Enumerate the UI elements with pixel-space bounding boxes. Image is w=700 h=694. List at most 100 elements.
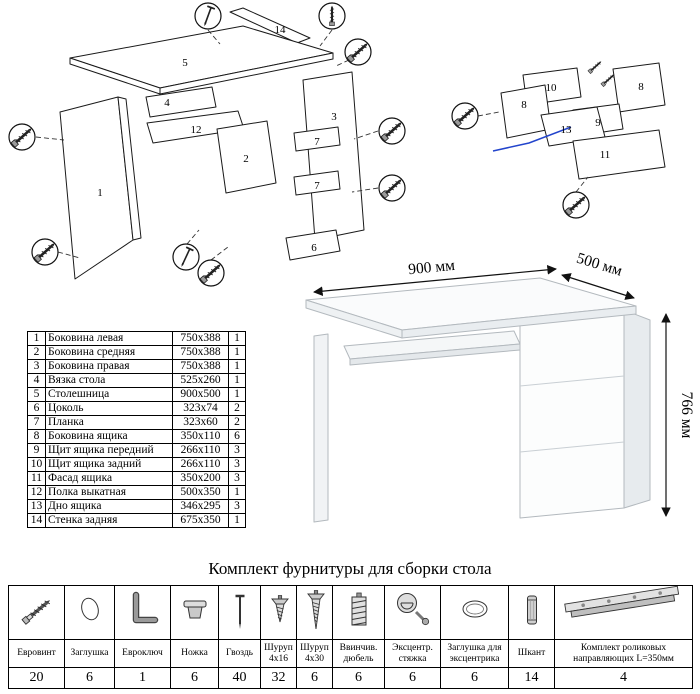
furniture-foot-icon	[183, 600, 206, 619]
callout-screws	[318, 2, 346, 30]
hardware-icon-cell	[332, 585, 385, 640]
part-label-4: 4	[164, 97, 170, 109]
part-label-12: 12	[191, 124, 202, 136]
drawer-guide-line	[492, 126, 572, 152]
hardware-name: Ножка	[170, 639, 219, 668]
part-number: 14	[27, 513, 46, 528]
desk-drawer-unit-side	[623, 309, 651, 509]
drawer-side-8-right	[612, 62, 666, 113]
part-name: Щит ящика задний	[45, 457, 173, 472]
drawer-parts-group	[500, 62, 666, 180]
hardware-icon-cell	[508, 585, 555, 640]
hardware-qty: 6	[384, 667, 441, 689]
desk-body	[305, 277, 651, 523]
hardware-icons-row	[8, 585, 693, 640]
desk-left-panel	[313, 333, 329, 523]
part-name: Фасад ящика	[45, 471, 173, 486]
part-size: 350x200	[172, 471, 229, 486]
part-label-7: 7	[314, 136, 320, 148]
threaded-dowel-icon	[351, 592, 366, 626]
hardware-qty: 6	[332, 667, 385, 689]
desk-render: 900 мм 500 мм 766 мм	[305, 250, 695, 523]
hardware-icon-cell	[296, 585, 333, 640]
part-name: Планка	[45, 415, 173, 430]
callout-confirmat	[8, 123, 36, 151]
cam-lock-icon	[396, 593, 429, 626]
hardware-qty: 6	[170, 667, 219, 689]
part-qty: 1	[228, 387, 246, 402]
callout-confirmat	[31, 238, 59, 266]
hardware-name: Комплект роликовых направляющих L=350мм	[554, 639, 693, 668]
callout-confirmat	[378, 117, 406, 145]
part-number: 2	[27, 345, 46, 360]
part-number: 7	[27, 415, 46, 430]
part-size: 266x110	[172, 457, 229, 472]
part-number: 10	[27, 457, 46, 472]
small-screw-icon	[600, 72, 617, 88]
part-number: 1	[27, 331, 46, 346]
callout-confirmat	[197, 259, 225, 287]
part-qty: 1	[228, 345, 246, 360]
part-size: 750x388	[172, 359, 229, 374]
part-labels: 1 2 3 4 5 6 7 7 12 14	[97, 24, 337, 254]
part-1-left-side-edge	[117, 96, 142, 241]
part-name: Боковина средняя	[45, 345, 173, 360]
exploded-view-drawer: 8 10 8 9 13 11	[451, 59, 666, 219]
callout-confirmat	[451, 102, 479, 130]
part-size: 500x350	[172, 485, 229, 500]
dimension-lines	[313, 265, 671, 517]
width-dimension-line	[313, 265, 557, 296]
part-14-back-panel	[229, 7, 311, 44]
hardware-callouts	[8, 2, 406, 287]
drawer-facade-11	[572, 129, 666, 180]
part-number: 6	[27, 401, 46, 416]
part-qty: 1	[228, 513, 246, 528]
part-size: 750x388	[172, 331, 229, 346]
depth-dimension-line	[561, 273, 635, 300]
part-size: 750x388	[172, 345, 229, 360]
nail-icon	[235, 594, 244, 629]
small-screw-icon	[587, 59, 604, 75]
part-qty: 3	[228, 443, 246, 458]
exploded-view-desk: 1 2 3 4 5 6 7 7 12 14	[8, 2, 406, 287]
part-label-5: 5	[182, 57, 188, 69]
hardware-icon-cell	[170, 585, 219, 640]
hardware-name: Ввинчив. дюбель	[332, 639, 385, 668]
part-size: 266x110	[172, 443, 229, 458]
confirmat-screw-icon	[20, 600, 50, 625]
hardware-qty: 1	[114, 667, 171, 689]
hardware-qty: 40	[218, 667, 261, 689]
part-6-plinth	[285, 229, 341, 261]
hardware-qty: 6	[440, 667, 509, 689]
part-name: Боковина левая	[45, 331, 173, 346]
leader-lines	[35, 29, 379, 261]
part-qty: 1	[228, 485, 246, 500]
part-number: 9	[27, 443, 46, 458]
part-label-11: 11	[600, 149, 611, 161]
width-dimension-label: 900 мм	[407, 257, 455, 278]
hardware-qty-row: 20 6 1 6 40 32 6 6 6 6 14 4	[8, 667, 693, 689]
cam-cover-icon	[462, 600, 487, 618]
part-name: Щит ящика передний	[45, 443, 173, 458]
hardware-name: Евроключ	[114, 639, 171, 668]
part-label-8: 8	[638, 81, 644, 93]
drawer-gap	[519, 375, 625, 387]
desk-drawer-unit-front	[519, 309, 625, 519]
cap-plug-icon	[80, 597, 99, 621]
part-7-batten-a	[293, 126, 341, 152]
drawer-side-8-left	[500, 84, 552, 139]
hardware-kit-title: Комплект фурнитуры для сборки стола	[208, 559, 492, 578]
hardware-name: Эксцентр. стяжка	[384, 639, 441, 668]
part-2-middle-side	[216, 120, 277, 194]
hardware-name: Заглушка для эксцентрика	[440, 639, 509, 668]
part-label-13: 13	[561, 124, 573, 136]
